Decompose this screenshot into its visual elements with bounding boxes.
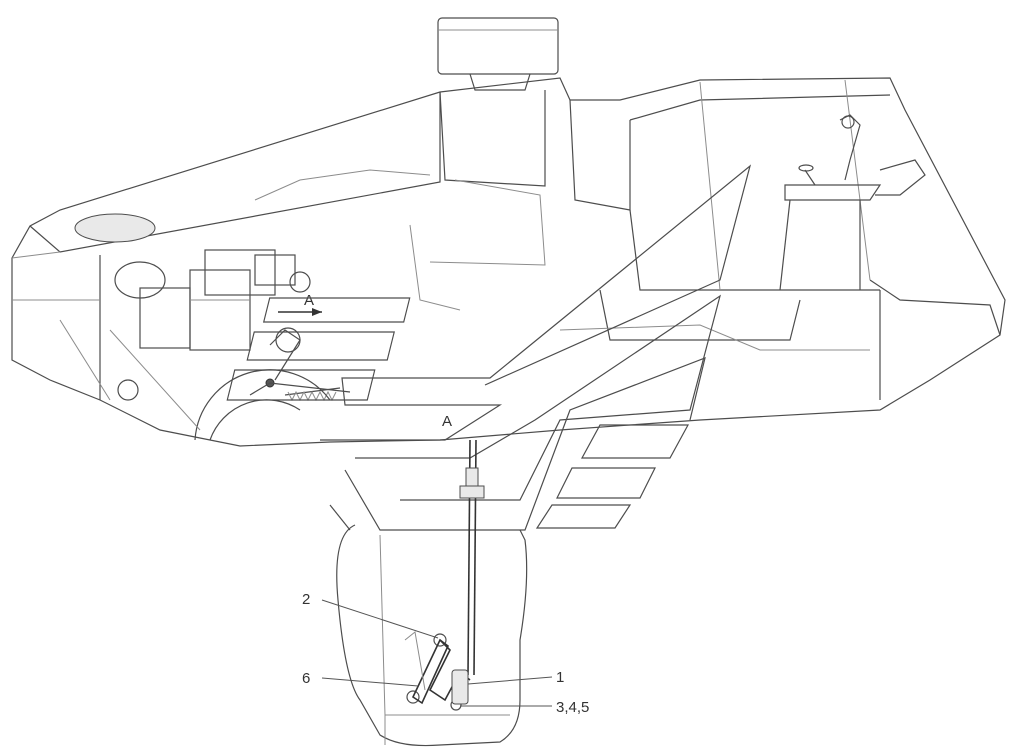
callout-6: 6 xyxy=(302,670,310,687)
view-arrow-a: A xyxy=(278,292,322,316)
view-arrow-a-label: A xyxy=(304,292,314,309)
view-label-a: A xyxy=(442,413,452,430)
pedal-housing xyxy=(336,524,528,747)
callout-2: 2 xyxy=(302,591,310,608)
leader-lines xyxy=(321,599,553,707)
engine-assembly xyxy=(59,213,351,441)
air-intake-cap xyxy=(437,17,559,91)
callout-1: 1 xyxy=(556,669,564,686)
operator-console xyxy=(779,114,926,291)
control-linkage xyxy=(404,439,485,711)
detail-frame: A xyxy=(226,164,752,531)
machine-body xyxy=(11,77,1006,447)
callout-3-4-5: 3,4,5 xyxy=(556,699,589,716)
